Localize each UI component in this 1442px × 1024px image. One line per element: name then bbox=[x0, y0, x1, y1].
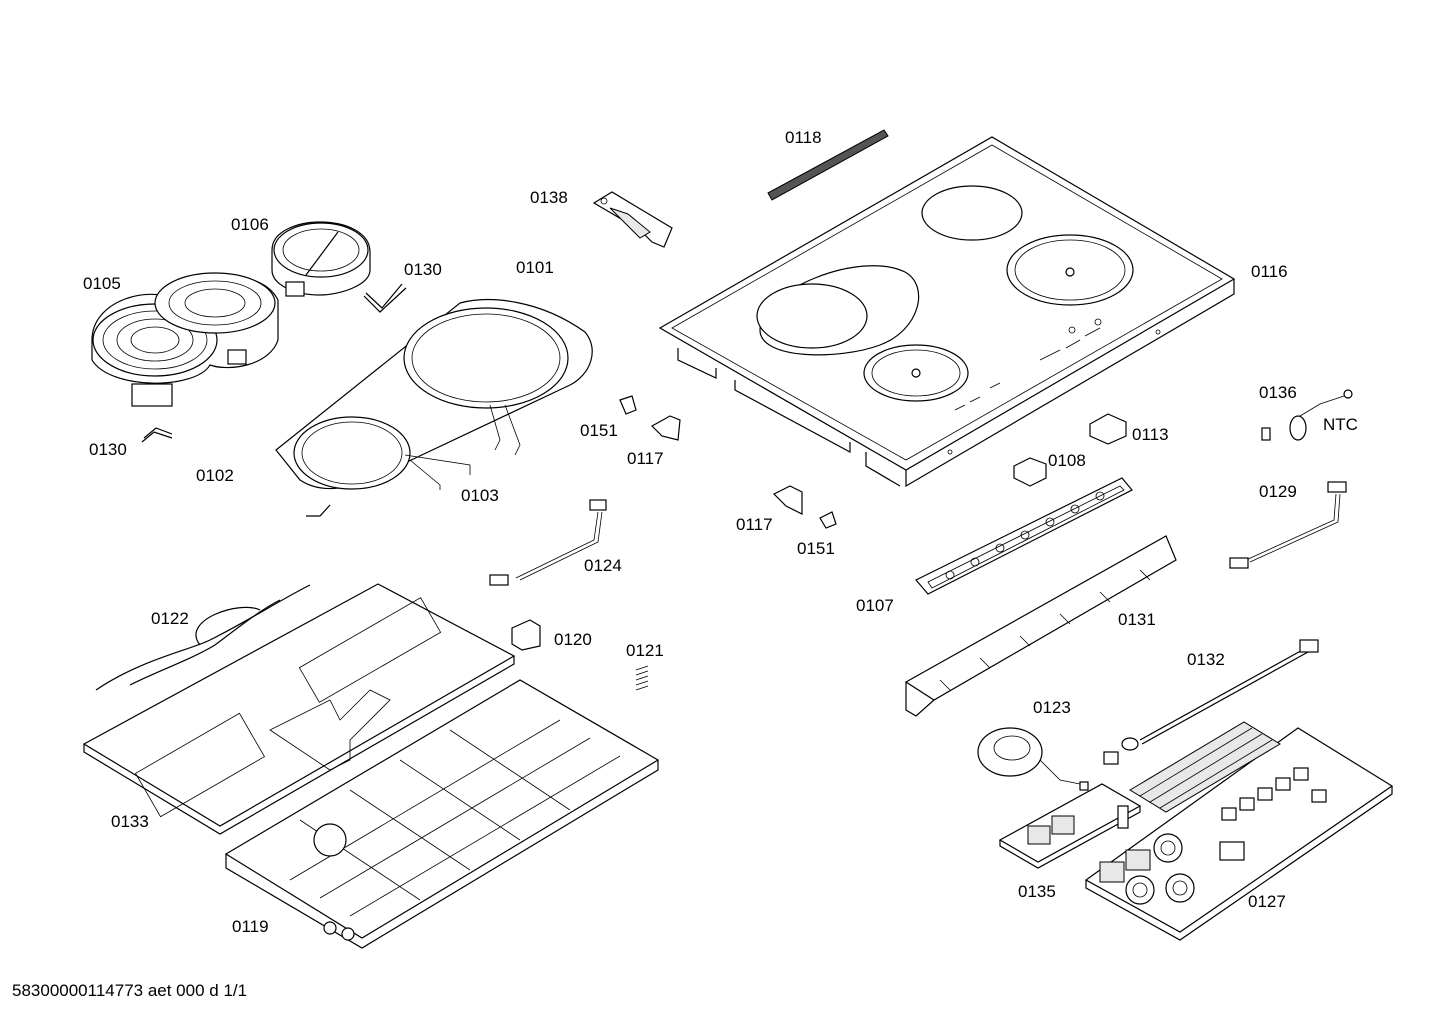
label-0108: 0108 bbox=[1048, 451, 1086, 470]
label-0120: 0120 bbox=[554, 630, 592, 649]
part-0113-0108-small-boxes bbox=[1013, 413, 1127, 487]
label-0151-top: 0151 bbox=[580, 421, 618, 440]
part-0130-clips bbox=[141, 283, 407, 443]
part-0122-power-cable bbox=[95, 584, 311, 691]
label-0151-bottom: 0151 bbox=[797, 539, 835, 558]
label-0101: 0101 bbox=[516, 258, 554, 277]
label-0135: 0135 bbox=[1018, 882, 1056, 901]
label-0117-top: 0117 bbox=[627, 449, 664, 468]
part-0133-base-tray bbox=[82, 583, 516, 835]
label-0131: 0131 bbox=[1118, 610, 1156, 629]
label-0138: 0138 bbox=[530, 188, 568, 207]
part-0123-fan bbox=[977, 727, 1089, 791]
label-0132: 0132 bbox=[1187, 650, 1225, 669]
label-ntc: NTC bbox=[1323, 415, 1358, 434]
label-0122: 0122 bbox=[151, 609, 189, 628]
part-0101-0102-heater-carrier bbox=[275, 299, 593, 517]
part-0132-cable bbox=[1103, 639, 1319, 765]
part-0135-filter-board bbox=[998, 783, 1142, 869]
part-0131-carrier bbox=[904, 535, 1177, 717]
part-0106-single-heater bbox=[271, 221, 371, 297]
part-0119-housing bbox=[224, 679, 660, 949]
label-0133: 0133 bbox=[111, 812, 149, 831]
label-0107: 0107 bbox=[856, 596, 894, 615]
label-0121: 0121 bbox=[626, 641, 664, 660]
label-0113: 0113 bbox=[1132, 425, 1169, 444]
label-0127: 0127 bbox=[1248, 892, 1286, 911]
part-0138-bracket bbox=[592, 191, 673, 248]
part-0120-0121-small-parts bbox=[511, 619, 649, 691]
label-0123: 0123 bbox=[1033, 698, 1071, 717]
label-0136: 0136 bbox=[1259, 383, 1297, 402]
part-0118-strip bbox=[767, 129, 889, 201]
label-0130-bottom: 0130 bbox=[89, 440, 127, 459]
label-0118: 0118 bbox=[785, 128, 822, 147]
label-0106: 0106 bbox=[231, 215, 269, 234]
part-0151-0117-clips bbox=[619, 395, 837, 529]
part-0136-ntc-sensor bbox=[1261, 389, 1353, 441]
document-id-footer: 58300000114773 aet 000 d 1/1 bbox=[12, 981, 248, 1000]
label-0103: 0103 bbox=[461, 486, 499, 505]
part-0105-double-zone-heater bbox=[91, 272, 279, 407]
part-0127-power-board bbox=[1084, 721, 1394, 941]
part-0116-glass-cooktop bbox=[658, 136, 1236, 488]
part-0129-cable bbox=[1229, 481, 1347, 569]
label-0119: 0119 bbox=[232, 917, 269, 936]
part-0124-cable bbox=[489, 499, 607, 586]
label-0116: 0116 bbox=[1251, 262, 1288, 281]
label-0117-bottom: 0117 bbox=[736, 515, 773, 534]
label-0102: 0102 bbox=[196, 466, 234, 485]
label-0129: 0129 bbox=[1259, 482, 1297, 501]
part-0107-control-board bbox=[915, 477, 1133, 595]
label-0130-top: 0130 bbox=[404, 260, 442, 279]
label-0105: 0105 bbox=[83, 274, 121, 293]
label-0124: 0124 bbox=[584, 556, 622, 575]
